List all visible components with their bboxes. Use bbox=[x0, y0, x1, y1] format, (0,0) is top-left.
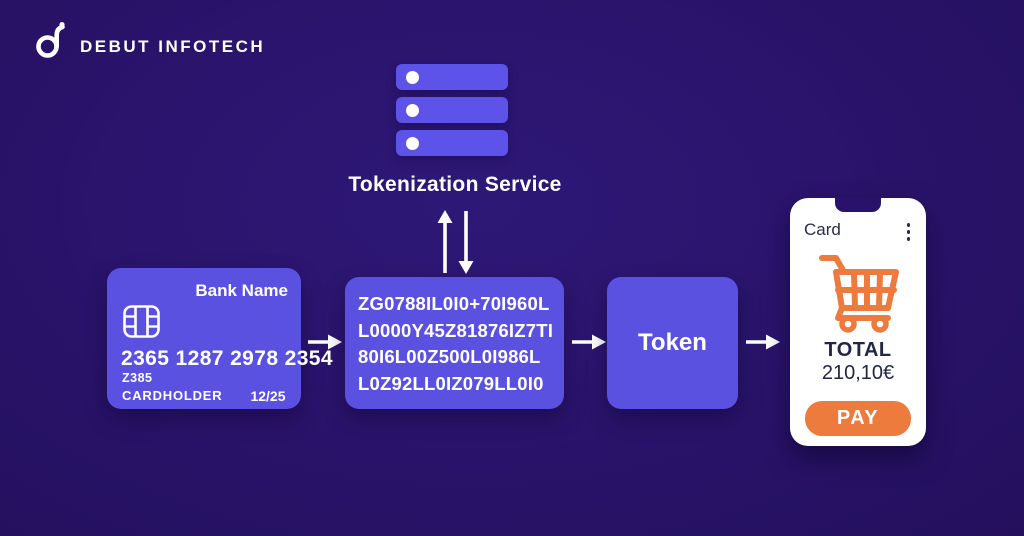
pay-button[interactable]: PAY bbox=[805, 401, 911, 436]
card-holder-label: CARDHOLDER bbox=[122, 388, 223, 403]
token-label: Token bbox=[638, 329, 707, 356]
server-led-dot bbox=[406, 103, 419, 117]
card-chip-icon bbox=[123, 305, 160, 343]
server-led-dot bbox=[406, 70, 419, 84]
server-bar bbox=[396, 130, 508, 156]
arrow-right-icon bbox=[745, 330, 781, 359]
server-bar bbox=[396, 97, 508, 123]
phone-mockup: Card TOTAL 210,10€ PAY bbox=[790, 198, 926, 446]
card-number: 2365 1287 2978 2354 bbox=[121, 347, 333, 370]
server-stack-icon bbox=[396, 64, 508, 163]
phone-notch bbox=[835, 198, 881, 212]
brand-name: DEBUT INFOTECH bbox=[80, 36, 266, 56]
token-string-line: L0Z92LL0IZ079LL0I0 bbox=[358, 372, 544, 394]
arrow-right-icon bbox=[307, 330, 343, 359]
debut-infotech-logo-icon bbox=[34, 22, 70, 65]
total-amount: 210,10€ bbox=[821, 362, 895, 384]
card-expiry: 12/25 bbox=[250, 388, 286, 404]
brand-logo: DEBUT INFOTECH bbox=[34, 22, 265, 65]
arrow-down-icon bbox=[458, 211, 474, 274]
exchange-arrows bbox=[433, 209, 479, 280]
kebab-menu-icon[interactable] bbox=[906, 223, 910, 241]
tokenization-service-label: Tokenization Service bbox=[348, 173, 562, 196]
token-string-line: ZG0788IL0I0+70I960L bbox=[358, 293, 550, 314]
total-label: TOTAL bbox=[824, 339, 892, 361]
credit-card: Bank Name 2365 1287 2978 2354 Z385 CARDH… bbox=[107, 268, 333, 409]
token-string-line: L0000Y45Z81876IZ7TI bbox=[358, 319, 554, 341]
token-string-box: ZG0788IL0I0+70I960L L0000Y45Z81876IZ7TI … bbox=[345, 277, 564, 409]
server-led-dot bbox=[406, 136, 419, 150]
shopping-cart-icon bbox=[814, 250, 902, 339]
arrow-right-icon bbox=[571, 330, 607, 359]
server-bar bbox=[396, 64, 508, 90]
token-box: Token bbox=[607, 277, 738, 409]
arrow-up-icon bbox=[437, 210, 453, 273]
phone-card-label: Card bbox=[804, 220, 841, 239]
token-string-line: 80I6L00Z500L0I986L bbox=[358, 346, 541, 367]
card-code: Z385 bbox=[122, 371, 153, 385]
card-bank-name: Bank Name bbox=[195, 281, 288, 300]
